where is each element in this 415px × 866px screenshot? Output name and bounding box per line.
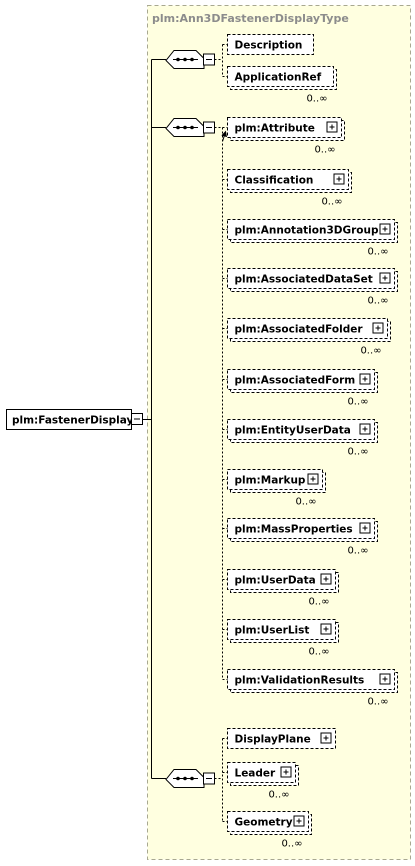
element-label: plm:AssociatedDataSet [235, 274, 373, 286]
root-element-label: plm:FastenerDisplay [12, 415, 134, 427]
element-markup[interactable]: plm:Markup 0..∞ [227, 469, 326, 508]
element-mass-properties[interactable]: plm:MassProperties 0..∞ [227, 518, 378, 557]
element-label: plm:UserData [235, 575, 316, 587]
expand-plus-icon[interactable] [320, 732, 332, 744]
cardinality-label: 0..∞ [268, 790, 289, 801]
complex-type-title: plm:Ann3DFastenerDisplayType [152, 12, 349, 25]
cardinality-label: 0..∞ [347, 546, 368, 557]
element-entity-userdata[interactable]: plm:EntityUserData 0..∞ [227, 419, 378, 458]
expand-plus-icon[interactable] [379, 223, 391, 235]
cardinality-label: 0..∞ [308, 597, 329, 608]
sequence-compositor-3[interactable] [165, 769, 223, 788]
element-associated-form[interactable]: plm:AssociatedForm 0..∞ [227, 369, 378, 408]
cardinality-label: 0..∞ [306, 94, 327, 105]
root-element[interactable]: plm:FastenerDisplay [6, 409, 143, 430]
element-label: plm:MassProperties [235, 524, 353, 536]
element-leader[interactable]: Leader 0..∞ [227, 762, 299, 801]
element-classification[interactable]: Classification 0..∞ [227, 169, 352, 208]
element-display-plane[interactable]: DisplayPlane [227, 728, 336, 749]
element-application-ref[interactable]: ApplicationRef 0..∞ [227, 66, 337, 105]
cardinality-label: 0..∞ [314, 145, 335, 156]
expand-plus-icon[interactable] [320, 623, 332, 635]
element-label: Description [235, 40, 303, 52]
expand-plus-icon[interactable] [359, 373, 371, 385]
cardinality-label: 0..∞ [367, 296, 388, 307]
cardinality-label: 0..∞ [367, 247, 388, 258]
element-label: plm:AssociatedForm [235, 375, 356, 387]
element-label: plm:AssociatedFolder [235, 324, 364, 336]
root-connectors [142, 59, 166, 779]
element-label: plm:Markup [235, 475, 306, 487]
element-associated-dataset[interactable]: plm:AssociatedDataSet 0..∞ [227, 268, 398, 307]
substitution-arrow [221, 130, 227, 142]
cardinality-label: 0..∞ [308, 647, 329, 658]
element-label: Classification [235, 175, 314, 187]
element-label: plm:EntityUserData [235, 425, 351, 437]
element-label: DisplayPlane [235, 734, 311, 746]
cardinality-label: 0..∞ [321, 197, 342, 208]
element-userlist[interactable]: plm:UserList 0..∞ [227, 619, 339, 658]
element-label: ApplicationRef [235, 72, 322, 84]
root-expand-icon[interactable] [131, 413, 143, 425]
expand-plus-icon[interactable] [326, 121, 338, 133]
compositor-collapse-icon[interactable] [203, 121, 215, 134]
element-annotation3dgroup[interactable]: plm:Annotation3DGroup 0..∞ [227, 219, 398, 258]
element-description[interactable]: Description [227, 34, 314, 55]
element-label: plm:ValidationResults [235, 675, 365, 687]
element-userdata[interactable]: plm:UserData 0..∞ [227, 569, 339, 608]
element-label: plm:UserList [235, 625, 310, 637]
cardinality-label: 0..∞ [295, 497, 316, 508]
expand-plus-icon[interactable] [359, 522, 371, 534]
expand-plus-icon[interactable] [379, 673, 391, 685]
expand-plus-icon[interactable] [372, 322, 384, 334]
expand-plus-icon[interactable] [307, 473, 319, 485]
cardinality-label: 0..∞ [347, 447, 368, 458]
cardinality-label: 0..∞ [281, 839, 302, 850]
expand-plus-icon[interactable] [320, 573, 332, 585]
cardinality-label: 0..∞ [347, 397, 368, 408]
cardinality-label: 0..∞ [360, 346, 381, 357]
element-label: plm:Attribute [235, 123, 315, 135]
element-label: Leader [235, 768, 277, 780]
compositor-collapse-icon[interactable] [203, 53, 215, 66]
element-attribute[interactable]: plm:Attribute 0..∞ [227, 117, 345, 156]
expand-plus-icon[interactable] [359, 423, 371, 435]
cardinality-label: 0..∞ [367, 697, 388, 708]
expand-plus-icon[interactable] [293, 815, 305, 827]
element-label: Geometry [235, 817, 293, 829]
choice-compositor[interactable] [165, 118, 223, 137]
element-label: plm:Annotation3DGroup [235, 225, 379, 237]
compositor-collapse-icon[interactable] [203, 772, 215, 785]
expand-plus-icon[interactable] [280, 766, 292, 778]
sequence-compositor-1[interactable] [165, 50, 223, 69]
expand-plus-icon[interactable] [379, 272, 391, 284]
element-associated-folder[interactable]: plm:AssociatedFolder 0..∞ [227, 318, 391, 357]
element-geometry[interactable]: Geometry 0..∞ [227, 811, 312, 850]
expand-plus-icon[interactable] [333, 173, 345, 185]
